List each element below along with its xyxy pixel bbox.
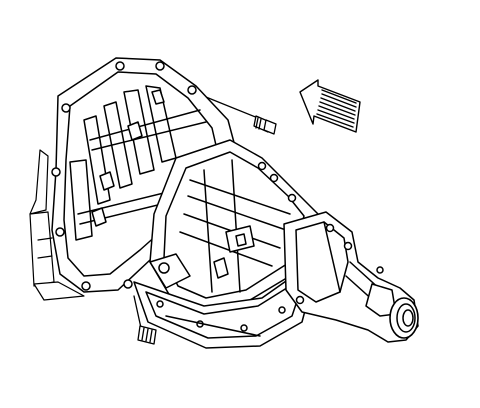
converter-bell-housing (51, 57, 237, 293)
lower-bolt (133, 295, 157, 345)
engine-side-mount (29, 149, 85, 301)
transmission-case (149, 139, 319, 311)
extension-housing (283, 211, 419, 343)
direction-arrow (299, 79, 361, 133)
upper-bolt (195, 92, 277, 135)
